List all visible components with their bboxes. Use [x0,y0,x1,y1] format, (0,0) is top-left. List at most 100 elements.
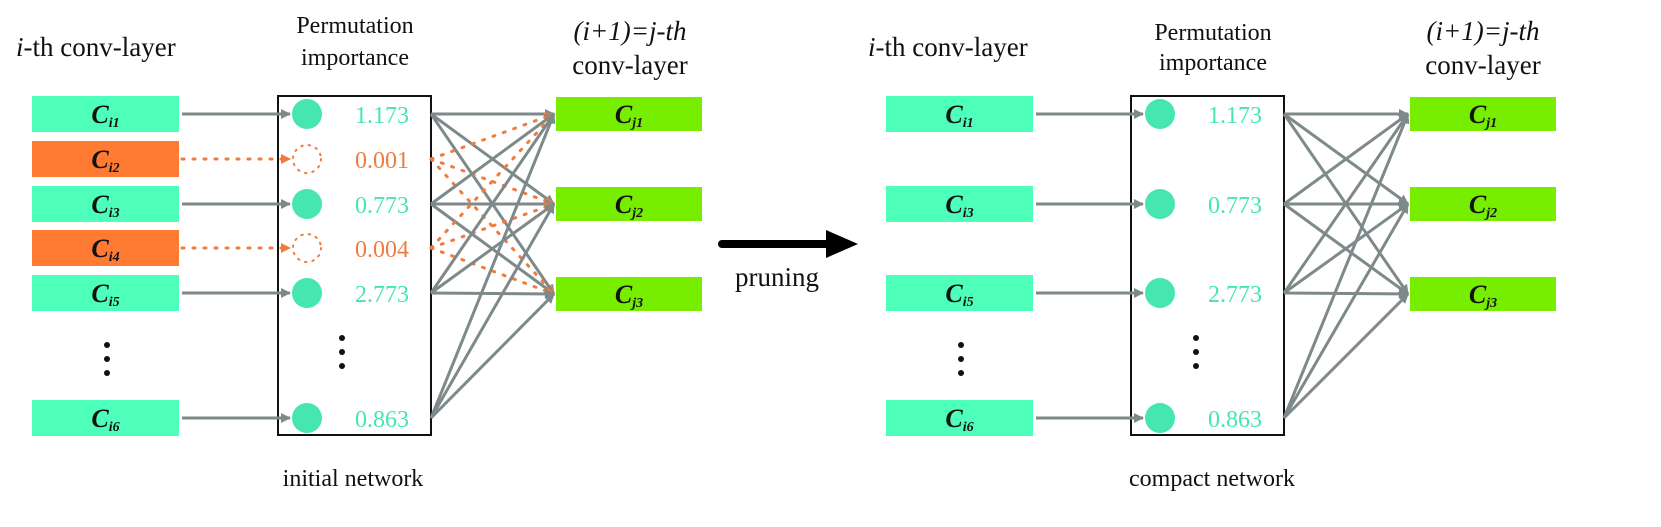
initial-next-channel-box-j2 [556,187,702,221]
compact-importance-value-i3: 0.773 [1208,193,1262,219]
compact-next-channel-label-j1: Cj1 [1469,100,1497,131]
initial-next-channel-j1: Cj1 [556,97,702,131]
initial-importance-value-i3: 0.773 [355,193,409,219]
initial-head-left-var: i [16,32,24,62]
initial-channel-label-i3: Ci3 [91,190,119,221]
compact-next-channel-box-j1 [1410,97,1556,131]
initial-channel-box-i3 [32,186,179,222]
initial-edge-i5-to-j2 [430,202,555,295]
initial-channel-i4: Ci4 [32,230,179,266]
initial-head-right-line1: (i+1)=j-th [574,16,687,46]
compact-next-channel-j2: Cj2 [1410,187,1556,221]
compact-importance-node-i5 [1145,278,1175,308]
compact-edge-i6-to-j1 [1282,113,1410,419]
compact-channel-i6: Ci6 [886,400,1033,436]
initial-head-mid-line1: Permutation [296,13,413,39]
initial-importance-value-i2: 0.001 [355,148,409,174]
initial-head-right-line2: conv-layer [572,50,687,80]
initial-edge-i4-to-j2 [429,202,556,250]
compact-channel-i1: Ci1 [886,96,1033,132]
initial-edge-i5-to-j3 [430,288,555,299]
compact-next-channel-j3: Cj3 [1410,277,1556,311]
compact-edge-i5-to-j1 [1282,113,1410,294]
initial-edge-i5-to-j1 [429,113,556,294]
compact-channel-box-i6 [886,400,1033,436]
initial-channel-ellipsis [104,342,110,376]
compact-channel-label-i1: Ci1 [945,100,973,131]
compact-edge-i5-to-j2 [1283,202,1409,295]
initial-importance-node-i2 [292,144,322,174]
initial-caption: initial network [283,466,424,492]
initial-head-mid-line2: importance [301,45,409,71]
compact-next-channel-box-j3 [1410,277,1556,311]
initial-channel-box-i2 [32,141,179,177]
compact-head-right-line2: conv-layer [1425,50,1540,80]
initial-importance-box [277,95,432,436]
initial-importance-node-i3 [292,189,322,219]
compact-channel-ellipsis [958,342,964,376]
compact-channel-i5: Ci5 [886,275,1033,311]
initial-importance-value-i1: 1.173 [355,103,409,129]
compact-caption: compact network [1129,466,1295,492]
initial-edge-i6-to-j3 [429,292,556,420]
initial-importance-value-i5: 2.773 [355,282,409,308]
initial-importance-node-i4 [292,233,322,263]
initial-next-channel-label-j2: Cj2 [615,190,643,221]
initial-next-channel-label-j1: Cj1 [615,100,643,131]
initial-edge-i6-to-j1 [429,113,556,419]
compact-next-channel-label-j3: Cj3 [1469,280,1497,311]
initial-head-left: i-th conv-layer [16,32,176,62]
initial-importance-value-i4: 0.004 [355,237,409,263]
initial-edge-i2-to-j1 [429,112,556,161]
compact-next-channel-label-j2: Cj2 [1469,190,1497,221]
initial-channel-label-i6: Ci6 [91,404,119,435]
compact-head-mid-line1: Permutation [1154,20,1271,46]
initial-importance-ellipsis [339,335,345,369]
compact-head-right-line1: (i+1)=j-th [1427,16,1540,46]
compact-next-channel-box-j2 [1410,187,1556,221]
initial-importance-node-i1 [292,99,322,129]
initial-channel-i1: Ci1 [32,96,179,132]
initial-edge-i6-to-j2 [429,203,556,419]
compact-edge-i3-to-j1 [1283,112,1409,206]
initial-channel-label-i4: Ci4 [91,234,119,265]
initial-channel-label-i5: Ci5 [91,279,119,310]
compact-importance-ellipsis [1193,335,1199,369]
initial-channel-i2: Ci2 [32,141,179,177]
compact-edge-i5-to-j3 [1283,288,1409,299]
compact-importance-node-i3 [1145,189,1175,219]
initial-next-channel-box-j3 [556,277,702,311]
compact-importance-value-i1: 1.173 [1208,103,1262,129]
compact-importance-node-i1 [1145,99,1175,129]
compact-importance-box [1130,95,1285,436]
compact-channel-box-i3 [886,186,1033,222]
compact-head-left-var: i [868,32,876,62]
edges-layer [180,109,1410,423]
pruning-label: pruning [735,262,819,292]
initial-head-left-rest: -th conv-layer [24,32,176,62]
initial-channel-box-i5 [32,275,179,311]
pruning-arrow [718,230,858,258]
initial-edge-i3-to-j1 [430,112,555,206]
initial-next-channel-j2: Cj2 [556,187,702,221]
initial-channel-i6: Ci6 [32,400,179,436]
compact-channel-box-i1 [886,96,1033,132]
compact-channel-label-i5: Ci5 [945,279,973,310]
compact-next-channel-j1: Cj1 [1410,97,1556,131]
compact-importance-value-i5: 2.773 [1208,282,1262,308]
compact-edge-i6-to-j3 [1282,292,1410,420]
initial-channel-box-i1 [32,96,179,132]
compact-channel-i3: Ci3 [886,186,1033,222]
initial-channel-label-i1: Ci1 [91,100,119,131]
compact-head-left: i-th conv-layer [868,32,1028,62]
compact-head-mid-line2: importance [1159,50,1267,76]
initial-channel-i5: Ci5 [32,275,179,311]
initial-next-channel-box-j1 [556,97,702,131]
initial-edge-i4-to-j1 [429,112,556,250]
compact-importance-node-i6 [1145,403,1175,433]
initial-importance-value-i6: 0.863 [355,407,409,433]
compact-channel-label-i6: Ci6 [945,404,973,435]
initial-importance-node-i5 [292,278,322,308]
